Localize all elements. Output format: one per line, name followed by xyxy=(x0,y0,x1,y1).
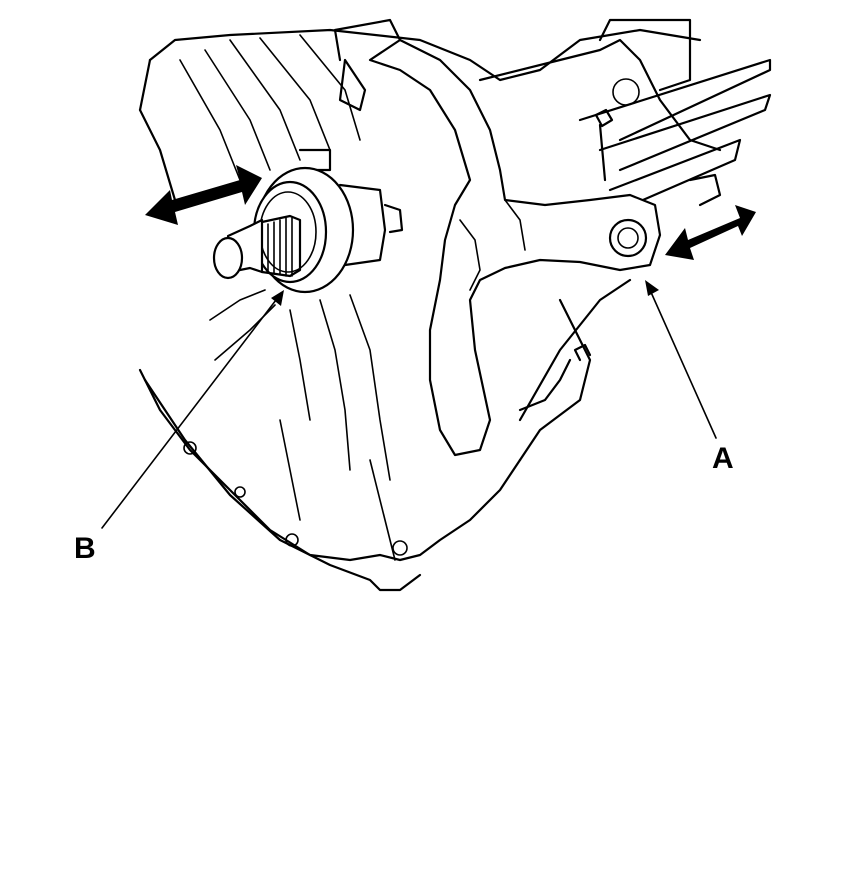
label-a: A xyxy=(712,442,734,475)
leader-line-a xyxy=(645,280,717,439)
release-bearing xyxy=(212,148,404,294)
leader-line-b xyxy=(101,290,284,529)
movement-arrow-left xyxy=(145,165,262,225)
release-fork xyxy=(333,18,662,457)
movement-arrow-right xyxy=(665,205,756,260)
transmission-housing xyxy=(138,18,772,592)
label-b: B xyxy=(74,532,96,565)
